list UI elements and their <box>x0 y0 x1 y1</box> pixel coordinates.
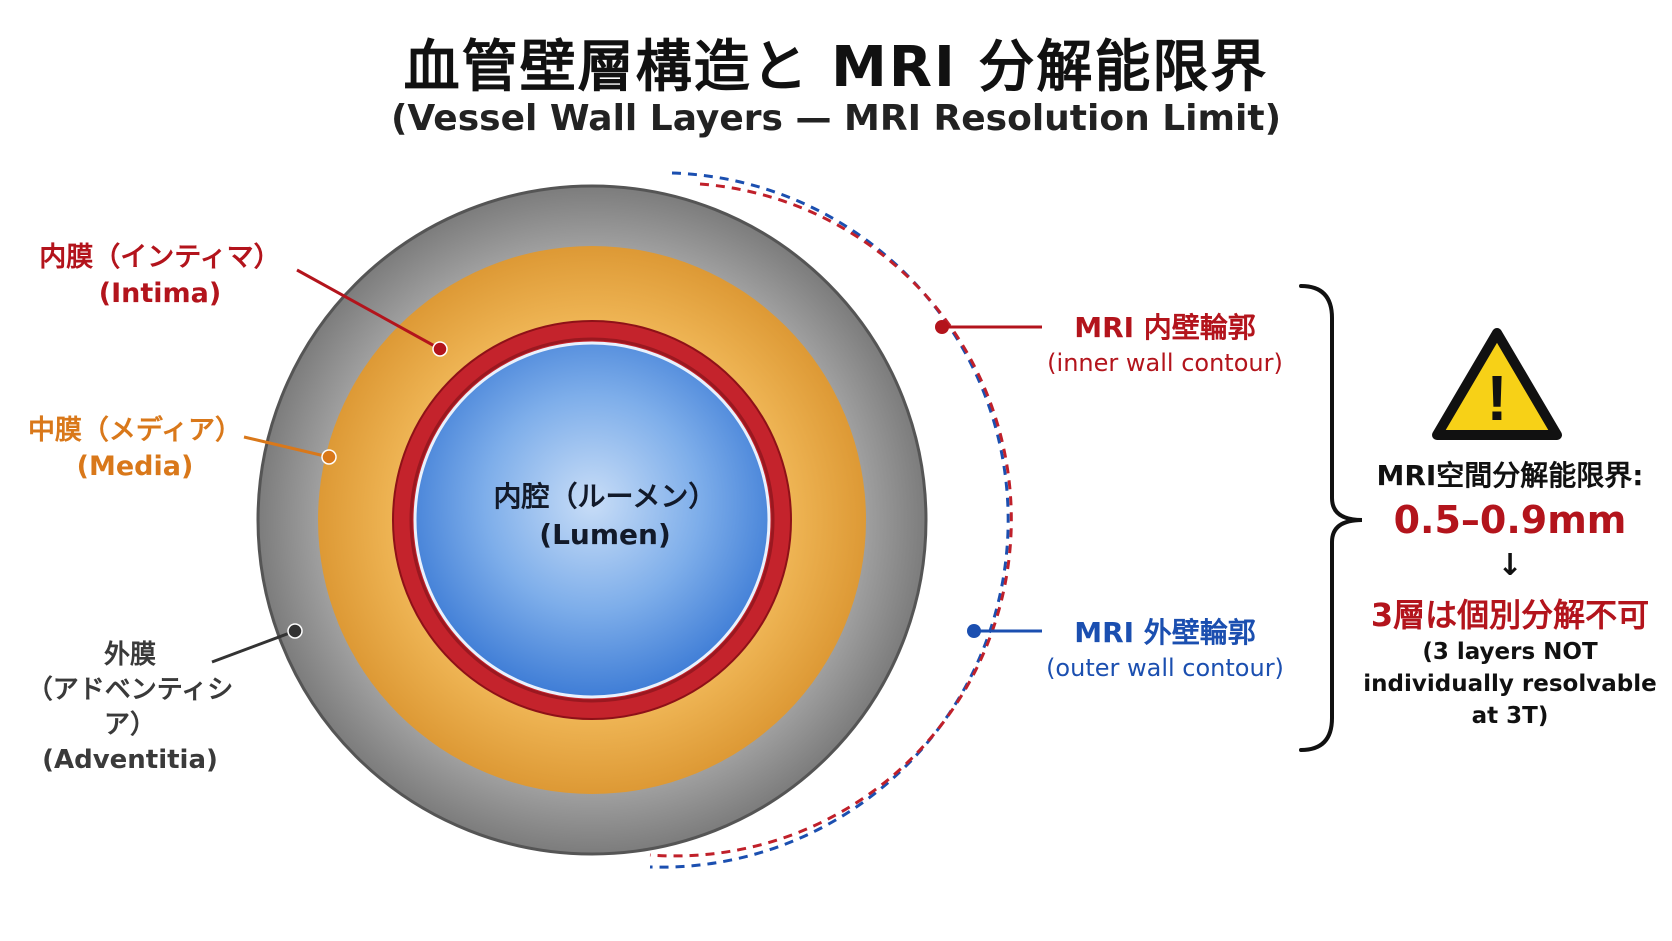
resolution-note-line1: (3 layers NOT <box>1422 639 1598 665</box>
inner-contour-label-en: (inner wall contour) <box>1047 348 1283 377</box>
outer-wall-contour-arc <box>649 171 1010 869</box>
resolution-note: (3 layers NOT individually resolvable at… <box>1360 636 1660 733</box>
lumen <box>413 341 771 699</box>
svg-text:!: ! <box>1486 362 1507 434</box>
outer-contour-label: MRI 外壁輪郭 (outer wall contour) <box>1030 614 1300 684</box>
resolution-conclusion: 3層は個別分解不可 <box>1370 596 1650 634</box>
intima-inner-ring <box>409 337 775 703</box>
intima-label-en: (Intima) <box>98 278 222 310</box>
inner-wall-contour-arc <box>649 182 1013 858</box>
outer-contour-leader-dot <box>967 624 981 638</box>
page-title: 血管壁層構造と MRI 分解能限界 <box>403 35 1269 100</box>
intima-leader-dot <box>432 341 448 357</box>
media-label-en: (Media) <box>76 451 194 483</box>
resolution-note-line2: individually resolvable <box>1363 671 1657 698</box>
adventitia-leader-dot <box>287 623 303 639</box>
inner-contour-label: MRI 内壁輪郭 (inner wall contour) <box>1030 309 1300 379</box>
adventitia-label: 外膜 （アドベンティシア） (Adventitia) <box>10 638 250 778</box>
adventitia-label-jp: 外膜 <box>103 640 156 670</box>
outer-contour-label-en: (outer wall contour) <box>1046 653 1284 682</box>
intima-label-jp: 内膜（インティマ） <box>39 242 281 273</box>
media-leader-line <box>243 435 330 459</box>
resolution-limit-value: 0.5–0.9mm <box>1393 498 1627 542</box>
adventitia-label-en: (Adventitia) <box>42 745 218 776</box>
outer-contour-label-jp: MRI 外壁輪郭 <box>1074 616 1256 649</box>
media-label-jp: 中膜（メディア） <box>27 415 243 446</box>
resolution-limit-label: MRI空間分解能限界: <box>1376 459 1644 492</box>
inner-contour-leader-dot <box>935 320 949 334</box>
intima-label: 内膜（インティマ） (Intima) <box>30 240 290 313</box>
resolution-note-line3: at 3T) <box>1471 703 1549 730</box>
page-subtitle: (Vessel Wall Layers — MRI Resolution Lim… <box>390 98 1282 139</box>
inner-contour-label-jp: MRI 内壁輪郭 <box>1074 311 1256 344</box>
adventitia-label-jp2: （アドベンティシア） <box>26 675 234 741</box>
warning-triangle-icon: ! <box>1432 328 1562 440</box>
adventitia-leader-line <box>211 629 296 664</box>
media-label: 中膜（メディア） (Media) <box>20 413 250 486</box>
lumen-label-en: (Lumen) <box>539 517 671 551</box>
lumen-label: 内腔（ルーメン） (Lumen) <box>455 478 755 554</box>
media-leader-dot <box>321 449 337 465</box>
down-arrow-icon: ↓ <box>1497 548 1523 583</box>
lumen-label-jp: 内腔（ルーメン） <box>493 480 717 513</box>
intima-leader-line <box>296 268 441 351</box>
curly-brace-icon <box>1299 284 1363 752</box>
